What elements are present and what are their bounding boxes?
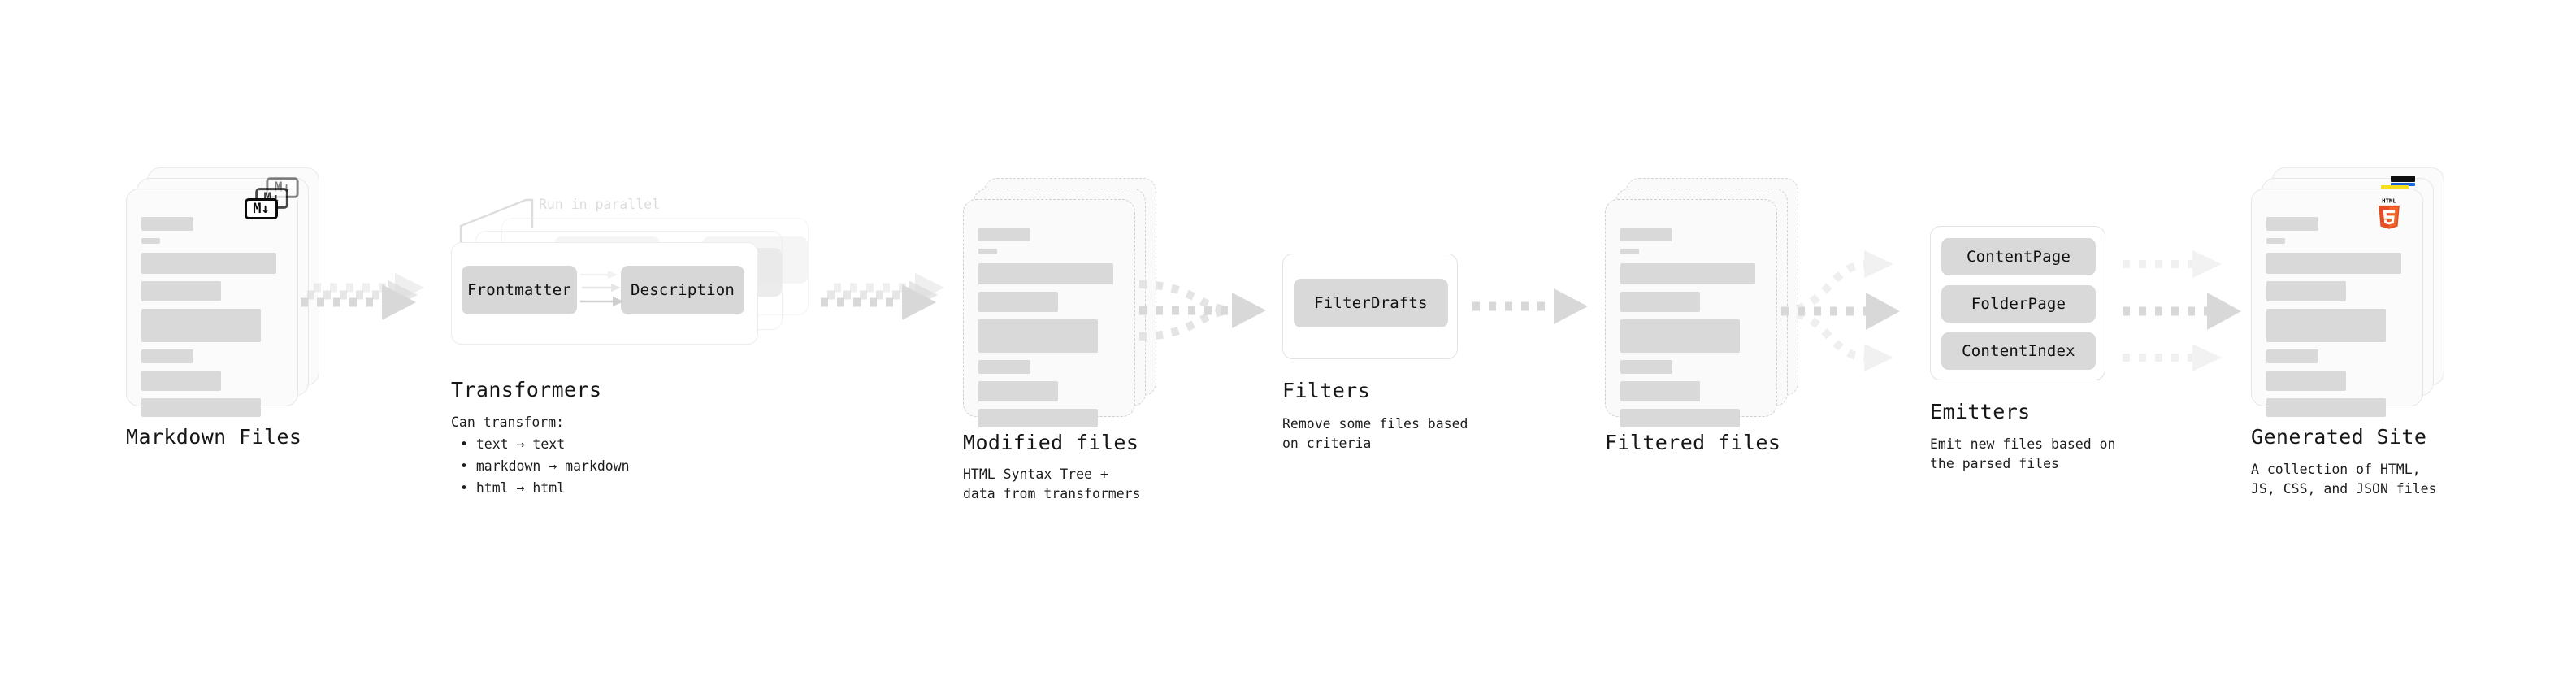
filter-chip-filterdrafts[interactable]: FilterDrafts — [1294, 279, 1448, 327]
skeleton-bar — [141, 349, 193, 363]
skeleton-bar — [2266, 281, 2346, 301]
markdown-icon: M↓ — [245, 198, 278, 219]
skeleton-bar — [978, 249, 997, 254]
stage-emitters-box: ContentPage FolderPage ContentIndex — [1930, 226, 2105, 380]
skeleton-bar — [978, 381, 1058, 401]
transformer-panel-front: Frontmatter Description — [451, 242, 758, 345]
skeleton-bar — [141, 253, 276, 274]
transformer-chip-description[interactable]: Description — [621, 266, 744, 314]
skeleton-bar — [1620, 381, 1700, 401]
emitter-chip-contentpage[interactable]: ContentPage — [1941, 238, 2096, 275]
skeleton-bar — [978, 360, 1030, 374]
label-markdown-files: Markdown Files — [126, 425, 302, 449]
skeleton-bar — [2266, 217, 2318, 231]
emitter-chip-contentindex[interactable]: ContentIndex — [1941, 332, 2096, 370]
skeleton-bar — [141, 217, 193, 231]
connector-md-to-transformers — [301, 273, 424, 320]
label-filters: Filters — [1282, 379, 1371, 402]
skeleton-bar — [2266, 253, 2401, 274]
skeleton-bar — [978, 409, 1098, 427]
connector-filters-to-filtered — [1472, 288, 1588, 324]
label-modified-files: Modified files — [963, 431, 1139, 454]
skeleton-bar — [978, 263, 1113, 284]
skeleton-bar — [2266, 309, 2386, 342]
transformers-bullet-0: • text → text — [460, 436, 566, 452]
sublabel-emitters: Emit new files based on the parsed files — [1930, 436, 2116, 471]
site-card-skeleton — [2266, 217, 2409, 424]
skeleton-bar — [1620, 409, 1740, 427]
transformers-bullet-2: • html → html — [460, 480, 566, 496]
filtered-card-front — [1605, 199, 1777, 427]
skeleton-bar — [978, 292, 1058, 312]
svg-text:HTML: HTML — [2382, 197, 2396, 204]
skeleton-bar — [141, 309, 261, 342]
transformers-bullet-1: • markdown → markdown — [460, 458, 630, 474]
label-generated-site: Generated Site — [2251, 425, 2427, 449]
sublabel-filters: Remove some files based on criteria — [1282, 416, 1468, 451]
skeleton-bar — [2266, 238, 2285, 244]
site-card-front: HTML — [2251, 189, 2423, 417]
markdown-card-skeleton — [141, 217, 284, 424]
stage-filters-box: FilterDrafts — [1282, 254, 1458, 359]
skeleton-bar — [2266, 349, 2318, 363]
skeleton-bar — [978, 319, 1098, 353]
skeleton-bar — [1620, 263, 1755, 284]
label-transformers: Transformers — [451, 378, 602, 401]
label-emitters: Emitters — [1930, 400, 2031, 423]
skeleton-bar — [2266, 371, 2346, 391]
sublabel-generated-site: A collection of HTML, JS, CSS, and JSON … — [2251, 462, 2437, 497]
skeleton-bar — [141, 371, 221, 391]
connector-modified-to-filters — [1138, 280, 1266, 340]
label-run-in-parallel: Run in parallel — [539, 197, 661, 212]
skeleton-bar — [141, 281, 221, 301]
skeleton-bar — [978, 228, 1030, 241]
emitter-chip-folderpage[interactable]: FolderPage — [1941, 285, 2096, 323]
skeleton-bar — [2266, 398, 2386, 417]
skeleton-bar — [1620, 292, 1700, 312]
skeleton-bar — [1620, 228, 1672, 241]
label-filtered-files: Filtered files — [1605, 431, 1781, 454]
filtered-card-skeleton — [1620, 228, 1763, 435]
transformer-chip-frontmatter[interactable]: Frontmatter — [462, 266, 577, 314]
connector-filtered-to-emitters — [1780, 250, 1900, 371]
sublabel-transformers: Can transform: — [451, 414, 565, 430]
markdown-card-front — [126, 189, 298, 417]
skeleton-bar — [141, 398, 261, 417]
skeleton-bar — [1620, 249, 1639, 254]
skeleton-bar — [1620, 319, 1740, 353]
sublabel-modified-files: HTML Syntax Tree + data from transformer… — [963, 466, 1141, 501]
connector-transformers-to-modified — [821, 273, 944, 320]
skeleton-bar — [141, 238, 160, 244]
skeleton-bar — [1620, 360, 1672, 374]
modified-card-skeleton — [978, 228, 1121, 435]
modified-card-front — [963, 199, 1135, 427]
